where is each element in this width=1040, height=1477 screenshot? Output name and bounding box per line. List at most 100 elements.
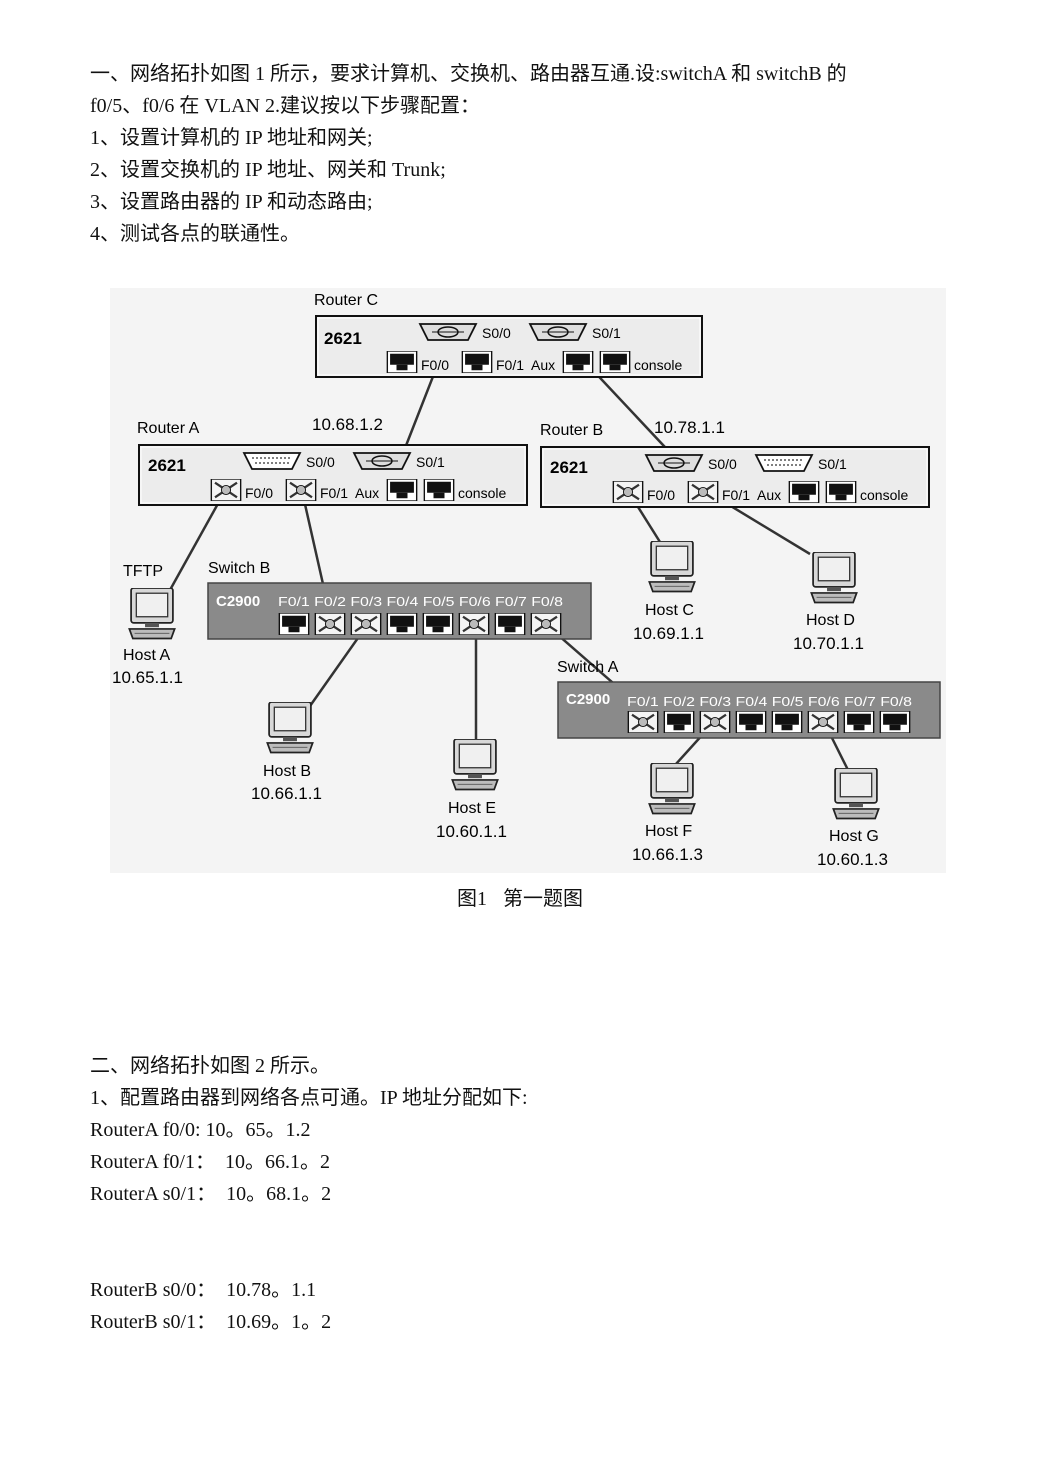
ethernet-port-icon [699,711,731,733]
host-f: Host F 10.66.1.3 [632,763,703,864]
q1-step-3: 3、设置路由器的 IP 和动态路由; [90,191,373,213]
ethernet-port-icon [807,711,839,733]
host-d-ip: 10.70.1.1 [793,634,864,653]
host-b-ip: 10.66.1.1 [251,784,322,803]
ethernet-port-icon [461,351,493,373]
router-c-model: 2621 [324,329,362,348]
host-d: Host D 10.70.1.1 [793,552,864,653]
host-f-name: Host F [645,823,692,840]
tftp-label: TFTP [123,563,163,580]
serial-port-icon [243,452,301,470]
host-g: Host G 10.60.1.3 [817,768,888,869]
link-label-a-c: 10.68.1.2 [312,415,383,434]
host-d-name: Host D [806,612,855,629]
router-c-f0-label: F0/0 [421,357,449,373]
ethernet-port-icon [530,613,562,635]
host-c-name: Host C [645,602,694,619]
figure-caption-text: 第一题图 [503,888,583,910]
switch-a-name: Switch A [557,659,619,676]
serial-port-icon [755,454,813,472]
router-c: Router C 2621 S0/0 S0/1 F0/0 F0/1 Aux co… [314,292,703,378]
router-b: Router B 2621 S0/0 S0/1 F0/0 F0/1 Aux co… [540,422,930,508]
router-b-f1-label: F0/1 [722,487,750,503]
ethernet-port-icon [285,479,317,501]
topology-figure: Router C 2621 S0/0 S0/1 F0/0 F0/1 Aux co… [110,288,946,873]
computer-icon [648,541,696,593]
router-a-s0-label: S0/0 [306,454,335,470]
switch-a-model: C2900 [566,691,610,708]
host-a-ip: 10.65.1.1 [112,668,183,687]
ethernet-port-icon [210,479,242,501]
router-a-name: Router A [137,420,200,437]
router-c-s1-label: S0/1 [592,325,621,341]
figure-caption-number: 图1 [457,888,487,910]
computer-icon [128,588,176,640]
figure-caption: 图1 第一题图 [0,882,1040,911]
ethernet-port-icon [422,613,454,635]
router-a: Router A 2621 S0/0 S0/1 F0/0 F0/1 Aux co… [137,420,528,506]
ethernet-port-icon [843,711,875,733]
ethernet-port-icon [386,351,418,373]
ethernet-port-icon [663,711,695,733]
computer-icon [810,552,858,604]
ethernet-port-icon [423,479,455,501]
q2-routerb-line-1: RouterB s0/0： 10.78。1.1 [90,1279,317,1301]
switch-a: Switch A C2900 F0/1 F0/2 F0/3 F0/4 F0/5 … [557,659,941,739]
router-b-s1-label: S0/1 [818,456,847,472]
host-g-name: Host G [829,828,879,845]
ethernet-port-icon [612,481,644,503]
host-c-ip: 10.69.1.1 [633,624,704,643]
router-a-console-label: console [458,485,506,501]
cable-ra-f00-to-hosta [168,490,227,591]
computer-icon [266,702,314,754]
q1-step-1: 1、设置计算机的 IP 地址和网关; [90,127,373,149]
spacer [90,1210,528,1274]
question-1: 一、网络拓扑如图 1 所示，要求计算机、交换机、路由器互通.设:switchA … [90,58,847,250]
host-f-ip: 10.66.1.3 [632,845,703,864]
ethernet-port-icon [386,613,418,635]
ethernet-port-icon [825,481,857,503]
ethernet-port-icon [735,711,767,733]
link-label-b-c: 10.78.1.1 [654,418,725,437]
router-c-aux-label: Aux [531,357,555,373]
q1-step-4: 4、测试各点的联通性。 [90,223,300,245]
host-b-name: Host B [263,763,311,780]
host-c: Host C 10.69.1.1 [633,541,704,643]
serial-port-icon [353,452,411,470]
ethernet-port-icon [879,711,911,733]
ethernet-port-icon [386,479,418,501]
q2-intro: 二、网络拓扑如图 2 所示。 [90,1055,330,1077]
router-b-s0-label: S0/0 [708,456,737,472]
router-c-f1-label: F0/1 [496,357,524,373]
q1-intro-line2: f0/5、f0/6 在 VLAN 2.建议按以下步骤配置： [90,95,480,117]
router-b-name: Router B [540,422,603,439]
q2-routera-line-3: RouterA s0/1： 10。68.1。2 [90,1183,332,1205]
host-e-ip: 10.60.1.1 [436,822,507,841]
router-c-s0-label: S0/0 [482,325,511,341]
ethernet-port-icon [771,711,803,733]
router-a-s1-label: S0/1 [416,454,445,470]
ethernet-port-icon [278,613,310,635]
router-a-f1-label: F0/1 [320,485,348,501]
router-b-console-label: console [860,487,908,503]
router-a-f0-label: F0/0 [245,485,273,501]
q1-intro-line1: 一、网络拓扑如图 1 所示，要求计算机、交换机、路由器互通.设:switchA … [90,63,847,85]
host-g-ip: 10.60.1.3 [817,850,888,869]
q1-step-2: 2、设置交换机的 IP 地址、网关和 Trunk; [90,159,446,181]
switch-b-port-labels: F0/1 F0/2 F0/3 F0/4 F0/5 F0/6 F0/7 F0/8 [278,594,563,609]
ethernet-port-icon [314,613,346,635]
ethernet-port-icon [458,613,490,635]
ethernet-port-icon [350,613,382,635]
serial-port-icon [645,454,703,472]
computer-icon [648,763,696,815]
router-b-f0-label: F0/0 [647,487,675,503]
computer-icon [451,739,499,791]
host-a-name: Host A [123,647,170,664]
ethernet-port-icon [599,351,631,373]
ethernet-port-icon [687,481,719,503]
computer-icon [832,768,880,820]
router-a-model: 2621 [148,456,186,475]
host-a: Host A 10.65.1.1 [112,588,183,687]
q2-routera-line-1: RouterA f0/0: 10。65。1.2 [90,1119,311,1141]
router-b-model: 2621 [550,458,588,477]
